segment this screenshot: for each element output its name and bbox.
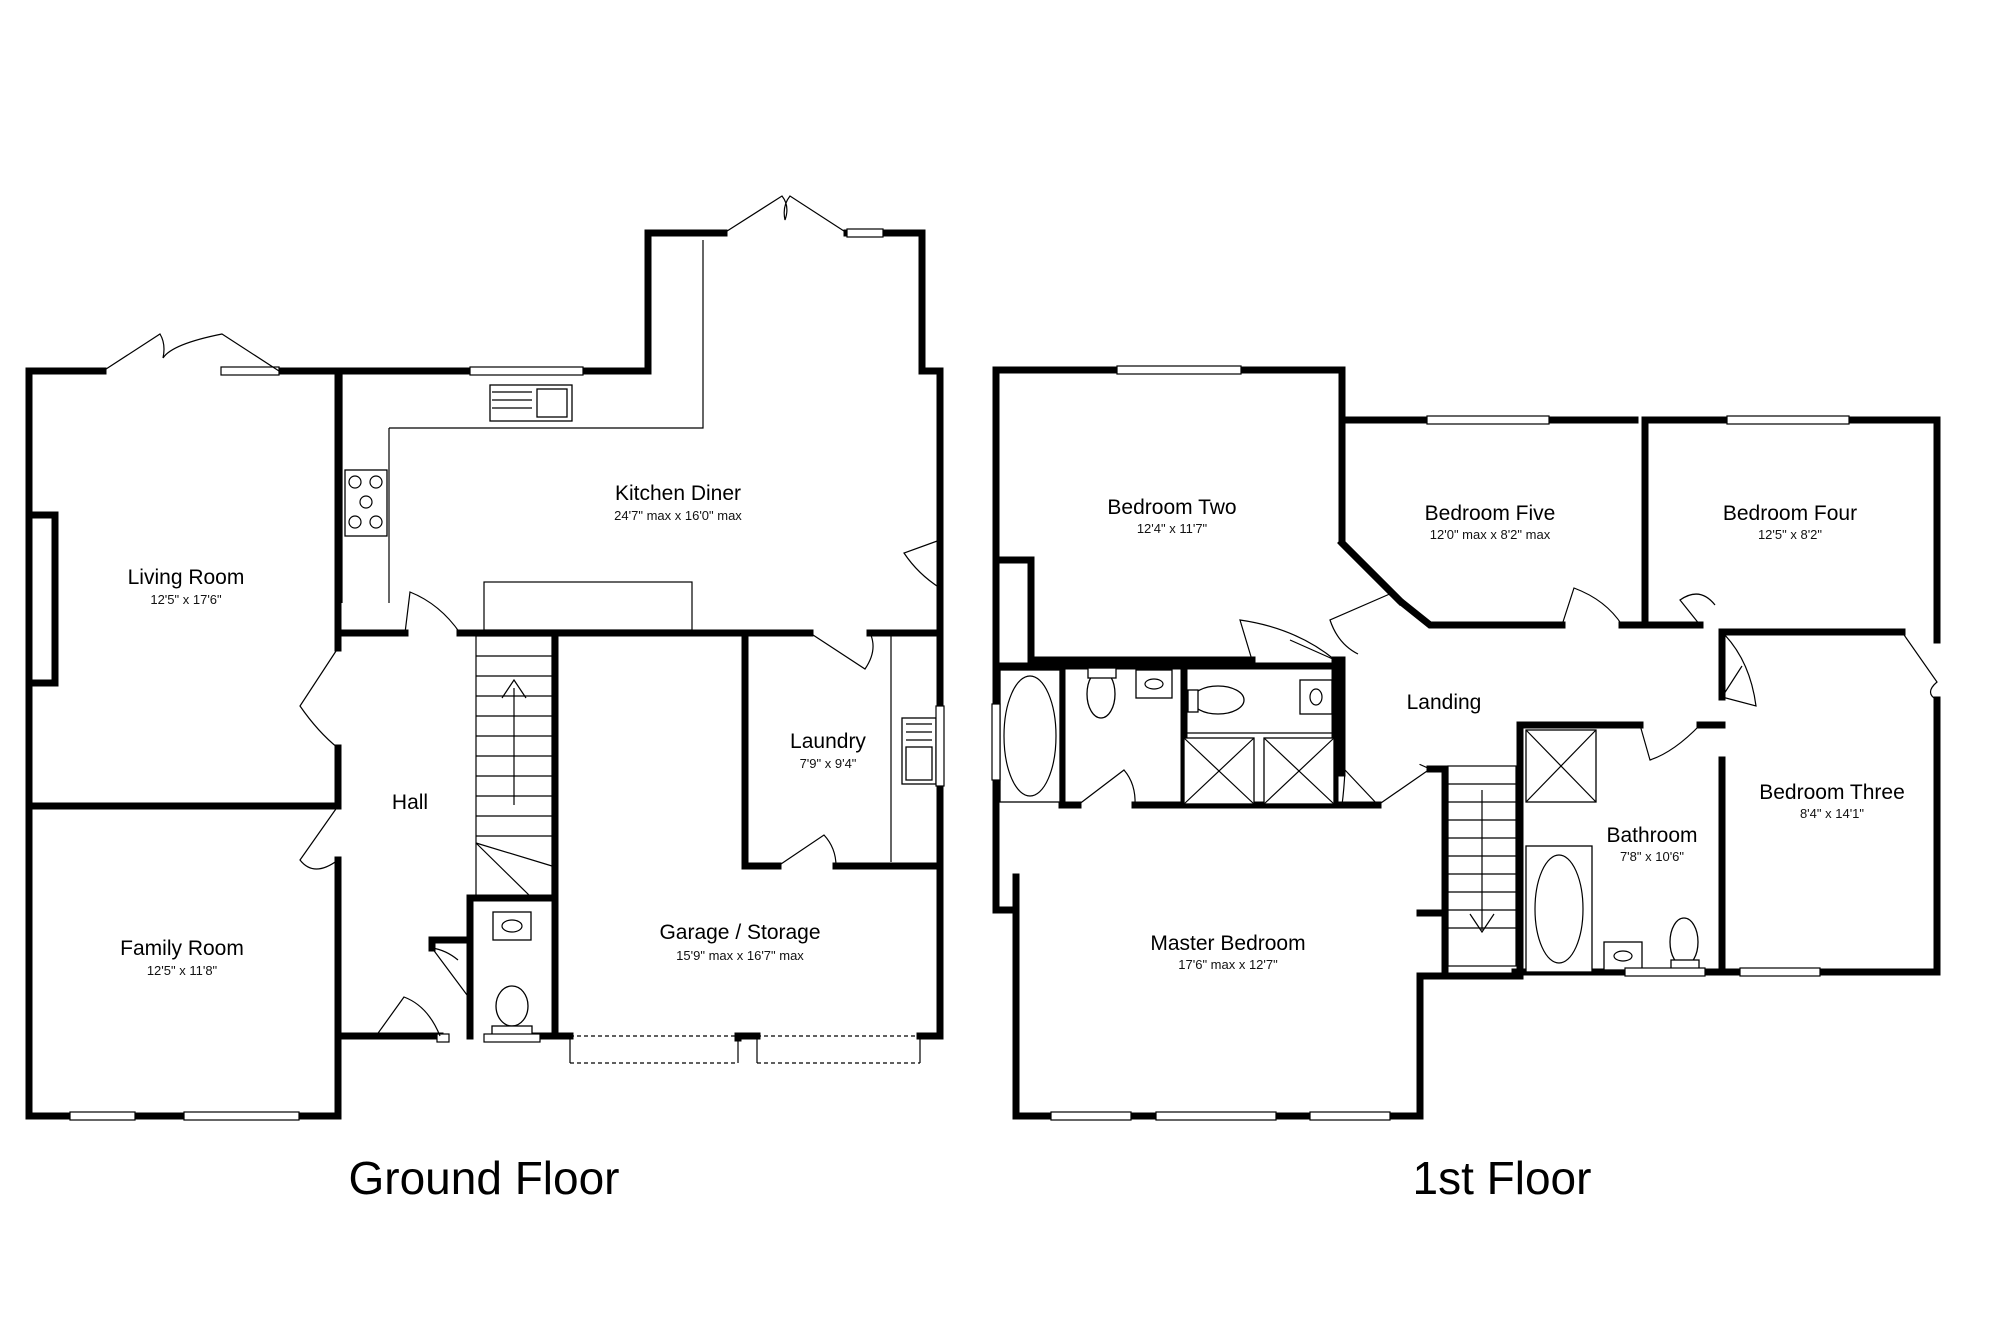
room-name-bedroom-four: Bedroom Four bbox=[1723, 502, 1857, 525]
room-dims-laundry: 7'9" x 9'4" bbox=[800, 756, 857, 771]
room-dims-living-room: 12'5" x 17'6" bbox=[150, 592, 222, 607]
fireplace bbox=[25, 511, 59, 687]
master-bedroom-walls bbox=[992, 873, 1020, 914]
bedroom-five-walls bbox=[1337, 538, 1649, 629]
room-name-hall: Hall bbox=[392, 791, 428, 814]
room-name-master-bedroom: Master Bedroom bbox=[1150, 932, 1305, 955]
floor-title-first: 1st Floor bbox=[1413, 1152, 1592, 1204]
first-floor-plan bbox=[991, 365, 1941, 1121]
room-name-bedroom-two: Bedroom Two bbox=[1107, 496, 1236, 519]
laundry-walls bbox=[741, 629, 944, 870]
ensuite-walls bbox=[992, 662, 1339, 809]
bedroom-three-walls bbox=[1718, 628, 1941, 976]
kitchen-side-wall bbox=[916, 367, 944, 1040]
room-name-garage-storage: Garage / Storage bbox=[659, 921, 820, 944]
room-name-laundry: Laundry bbox=[790, 730, 866, 753]
room-name-bedroom-three: Bedroom Three bbox=[1759, 781, 1905, 804]
ground-floor-exterior-wall bbox=[25, 229, 944, 1120]
wc-fixtures bbox=[491, 911, 533, 1037]
first-floor-stairs bbox=[1447, 765, 1517, 967]
bathroom-fixtures bbox=[1525, 729, 1700, 973]
ground-floor-doors bbox=[102, 195, 941, 1037]
room-dims-bedroom-three: 8'4" x 14'1" bbox=[1800, 806, 1864, 821]
first-floor-labels: Bedroom Two 12'4" x 11'7" Bedroom Five 1… bbox=[1107, 496, 1904, 1204]
first-floor-windows bbox=[991, 365, 1850, 1121]
floor-title-ground: Ground Floor bbox=[348, 1152, 619, 1204]
room-name-kitchen-diner: Kitchen Diner bbox=[615, 482, 741, 505]
room-dims-master-bedroom: 17'6" max x 12'7" bbox=[1178, 957, 1278, 972]
room-name-living-room: Living Room bbox=[128, 566, 245, 589]
room-dims-family-room: 12'5" x 11'8" bbox=[147, 963, 218, 978]
first-floor-doors bbox=[1077, 587, 1938, 806]
bedroom-two-walls bbox=[992, 416, 1405, 664]
room-name-bedroom-five: Bedroom Five bbox=[1425, 502, 1556, 525]
first-floor-exterior-wall bbox=[992, 366, 1941, 1120]
room-dims-bedroom-five: 12'0" max x 8'2" max bbox=[1430, 527, 1551, 542]
room-name-landing: Landing bbox=[1407, 691, 1482, 714]
room-dims-garage-storage: 15'9" max x 16'7" max bbox=[676, 948, 804, 963]
ground-stairs bbox=[475, 635, 553, 899]
ground-floor-labels: Living Room 12'5" x 17'6" Family Room 12… bbox=[120, 482, 866, 1204]
ground-floor-windows bbox=[69, 228, 945, 1121]
room-dims-bedroom-two: 12'4" x 11'7" bbox=[1137, 521, 1208, 536]
kitchen-rear-wall bbox=[720, 229, 944, 375]
room-dims-bedroom-four: 12'5" x 8'2" bbox=[1758, 527, 1822, 542]
wc-walls bbox=[428, 894, 474, 1040]
bathroom-walls bbox=[1416, 721, 1726, 980]
room-name-bathroom: Bathroom bbox=[1606, 824, 1697, 847]
kitchen-counters bbox=[341, 240, 704, 631]
room-dims-bathroom: 7'8" x 10'6" bbox=[1620, 849, 1684, 864]
ground-floor-plan bbox=[25, 195, 945, 1121]
landing-walls bbox=[1338, 656, 1449, 980]
room-dims-kitchen-diner: 24'7" max x 16'0" max bbox=[614, 508, 742, 523]
laundry-sink bbox=[890, 636, 937, 862]
ensuite-fixtures bbox=[999, 667, 1335, 805]
room-name-family-room: Family Room bbox=[120, 937, 244, 960]
